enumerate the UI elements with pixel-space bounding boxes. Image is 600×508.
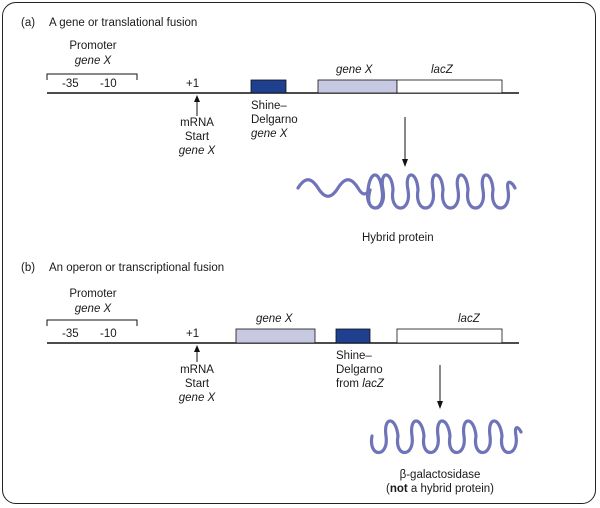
gene-x-label-b: gene X — [256, 313, 293, 325]
sd-line-2-b: Delgarno — [336, 364, 383, 376]
sd-line-3-a: gene X — [251, 128, 288, 140]
promoter-gene-a: gene X — [74, 55, 112, 67]
mrna-line-3-b: gene X — [178, 392, 216, 404]
sd-from-prefix: from — [336, 378, 363, 390]
minus10-label-a: -10 — [100, 78, 117, 90]
promoter-label-b: Promoter — [69, 288, 117, 300]
lacz-box-b — [396, 328, 503, 344]
minus35-label-a: -35 — [62, 78, 79, 90]
mrna-line-2-a: Start — [184, 131, 210, 143]
minus10-label-b: -10 — [100, 328, 117, 340]
mrna-start-arrowhead-b — [194, 345, 200, 352]
promoter-gene-b: gene X — [74, 303, 112, 315]
sd-line-1-a: Shine– — [251, 100, 287, 112]
lacz-label-b: lacZ — [458, 313, 480, 325]
sd-from-gene: lacZ — [362, 378, 384, 390]
shine-dalgarno-box-b — [335, 328, 371, 344]
minus35-label-b: -35 — [62, 328, 79, 340]
mrna-line-1-b: mRNA — [180, 364, 214, 376]
gene-x-label-a: gene X — [336, 64, 373, 76]
fusion-arrowhead-a — [402, 159, 408, 167]
figure-frame — [2, 2, 596, 504]
mrna-start-arrowhead-a — [194, 95, 200, 102]
panel-a-title: A gene or translational fusion — [49, 17, 198, 29]
gene-x-box-b — [235, 328, 316, 344]
plus1-label-b: +1 — [186, 328, 200, 340]
gene-x-box-a — [317, 79, 398, 94]
panel-b-label: (b) — [21, 262, 36, 274]
promoter-label-a: Promoter — [69, 40, 117, 52]
beta-galactosidase-label: β-galactosidase — [399, 469, 481, 481]
mrna-line-1-a: mRNA — [180, 117, 214, 129]
promoter-bracket-a — [46, 73, 138, 80]
product-not-emphasis: not — [389, 483, 408, 495]
hybrid-protein-wave — [296, 178, 372, 198]
shine-dalgarno-box-a — [250, 79, 287, 94]
beta-galactosidase-coil — [369, 419, 523, 454]
sd-line-2-a: Delgarno — [251, 114, 298, 126]
promoter-bracket-b — [46, 319, 138, 326]
hybrid-protein-label: Hybrid protein — [362, 232, 434, 244]
panel-b-title: An operon or transcriptional fusion — [49, 262, 225, 274]
mrna-line-3-a: gene X — [178, 145, 216, 157]
fusion-arrowhead-b — [437, 401, 443, 409]
not-hybrid-protein-label: (not a hybrid protein) — [350, 483, 530, 496]
lacz-label-a: lacZ — [431, 64, 453, 76]
sd-line-1-b: Shine– — [336, 350, 372, 362]
sd-line-3-b: from lacZ — [336, 378, 384, 391]
mrna-line-2-b: Start — [184, 378, 210, 390]
panel-a-label: (a) — [21, 17, 36, 29]
plus1-label-a: +1 — [186, 78, 200, 90]
lacz-box-a — [396, 79, 503, 94]
product-rest: a hybrid protein) — [407, 483, 495, 495]
product-open-paren: ( — [385, 483, 390, 495]
hybrid-protein-coil — [365, 173, 517, 210]
